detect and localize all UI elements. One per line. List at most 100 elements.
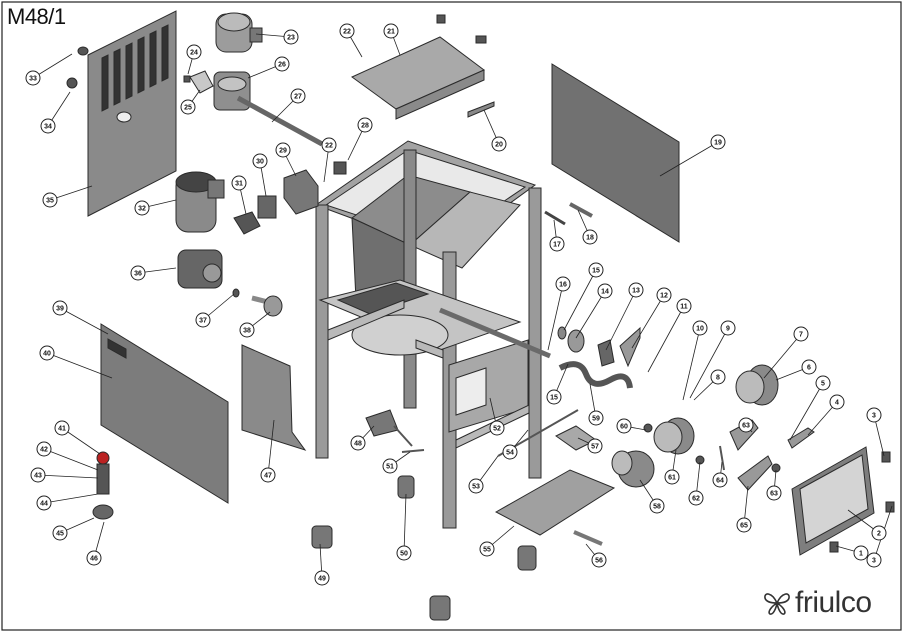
leader-line — [631, 294, 665, 349]
callout-circle — [664, 469, 680, 485]
callout-circle — [801, 359, 817, 375]
leader-line — [37, 474, 99, 479]
leader-line — [547, 283, 564, 351]
wheels — [311, 409, 537, 621]
callout-circle — [489, 420, 505, 436]
callout-number: 49 — [318, 576, 326, 583]
panel-19 — [551, 63, 680, 243]
callout-number: 2 — [877, 531, 881, 538]
callout-circle — [676, 298, 692, 314]
callout-number: 21 — [387, 29, 395, 36]
callout-circle — [40, 118, 56, 134]
callout-number: 23 — [287, 35, 295, 42]
callout-63: 63 — [738, 417, 754, 433]
callout-number: 53 — [472, 484, 480, 491]
callout-number: 65 — [740, 523, 748, 530]
callout-circle — [290, 88, 306, 104]
callout-circle — [321, 137, 337, 153]
callout-44: 44 — [36, 495, 52, 511]
callout-number: 45 — [56, 531, 64, 538]
callout-7: 7 — [793, 326, 809, 342]
callout-circle — [549, 236, 565, 252]
callout-number: 16 — [559, 282, 567, 289]
callout-circle — [36, 495, 52, 511]
callout-number: 43 — [34, 473, 42, 480]
callout-58: 58 — [649, 498, 665, 514]
callout-circle — [25, 70, 41, 86]
callout-9: 9 — [720, 320, 736, 336]
callout-number: 44 — [40, 501, 48, 508]
callout-28: 28 — [357, 117, 373, 133]
callout-32: 32 — [134, 200, 150, 216]
small-bars — [544, 202, 593, 226]
callout-number: 61 — [668, 475, 676, 482]
callout-4: 4 — [829, 394, 845, 410]
callout-circle — [853, 545, 869, 561]
callout-circle — [766, 485, 782, 501]
callout-62: 62 — [688, 490, 704, 506]
callout-29: 29 — [275, 142, 291, 158]
callout-50: 50 — [396, 545, 412, 561]
callout-10: 10 — [692, 320, 708, 336]
callout-56: 56 — [591, 552, 607, 568]
callout-number: 15 — [592, 268, 600, 275]
callout-number: 18 — [586, 235, 594, 242]
callout-circle — [582, 229, 598, 245]
callout-circle — [239, 322, 255, 338]
callout-circle — [736, 517, 752, 533]
leader-line — [575, 290, 606, 339]
callout-20: 20 — [491, 136, 507, 152]
callout-circle — [866, 407, 882, 423]
leader-line — [43, 448, 99, 471]
leader-line — [32, 53, 73, 79]
callout-8: 8 — [710, 369, 726, 385]
callout-circle — [588, 410, 604, 426]
callout-number: 29 — [279, 148, 287, 155]
callout-circle — [252, 153, 268, 169]
callout-circle — [195, 312, 211, 328]
leader-line — [789, 382, 824, 441]
callout-circle — [479, 541, 495, 557]
callout-circle — [382, 458, 398, 474]
callout-34: 34 — [40, 118, 56, 134]
callout-circle — [793, 326, 809, 342]
leader-line — [682, 327, 701, 401]
callout-circle — [52, 300, 68, 316]
callout-number: 10 — [696, 326, 704, 333]
callout-number: 24 — [190, 50, 198, 57]
callout-15: 15 — [546, 389, 562, 405]
callout-circle — [260, 467, 276, 483]
callout-circle — [710, 134, 726, 150]
callout-13: 13 — [628, 282, 644, 298]
callout-number: 41 — [58, 426, 66, 433]
leader-line — [59, 307, 109, 335]
callout-14: 14 — [597, 283, 613, 299]
callout-circle — [39, 345, 55, 361]
callout-circle — [180, 99, 196, 115]
callout-5: 5 — [815, 375, 831, 391]
callout-number: 17 — [553, 242, 561, 249]
gearbox-36 — [177, 249, 223, 289]
callout-circle — [54, 420, 70, 436]
callout-circle — [692, 320, 708, 336]
callout-number: 32 — [138, 206, 146, 213]
leader-line — [689, 327, 729, 399]
callout-circle — [130, 265, 146, 281]
leader-line — [605, 289, 637, 351]
callout-circle — [42, 192, 58, 208]
callout-59: 59 — [588, 410, 604, 426]
callout-57: 57 — [587, 438, 603, 454]
brand-name: friulco — [795, 586, 872, 619]
callout-63: 63 — [766, 485, 782, 501]
callout-circle — [616, 418, 632, 434]
callout-number: 35 — [46, 198, 54, 205]
callout-30: 30 — [252, 153, 268, 169]
callout-40: 40 — [39, 345, 55, 361]
callout-number: 25 — [184, 105, 192, 112]
callout-21: 21 — [383, 23, 399, 39]
gearbox-26 — [189, 70, 324, 147]
callout-circle — [829, 394, 845, 410]
callout-number: 38 — [243, 328, 251, 335]
